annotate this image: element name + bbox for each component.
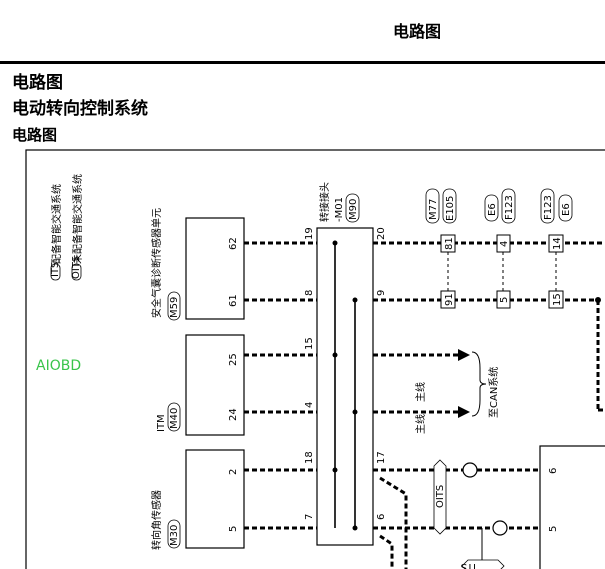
connector-2-pin-box-bottom	[496, 290, 511, 309]
legend-its-shape	[50, 263, 61, 281]
system-title: 电动转向控制系统	[12, 99, 148, 119]
connector-1-pin-top: 81	[444, 237, 455, 250]
joint-connector-box	[316, 227, 374, 546]
section-title: 电路图	[12, 73, 63, 93]
connector-2-badge-top	[484, 194, 499, 222]
connector-2-pin-bottom: 5	[499, 297, 510, 303]
steering-pin-5: 5	[228, 526, 239, 532]
arrow-can-2	[458, 406, 470, 418]
joint-code: M90	[348, 199, 359, 220]
airbag-code: M59	[169, 297, 180, 318]
connector-1-badge-top	[425, 188, 440, 224]
dot	[332, 352, 338, 358]
junction-circle-2	[492, 520, 508, 536]
oits-tag-shape	[433, 459, 447, 535]
joint-pin-9: 9	[376, 290, 387, 296]
joint-pin-17: 17	[376, 451, 387, 464]
right-module-pin-5: 5	[548, 526, 559, 532]
inline-connector-3: F123 E6 14 15	[540, 188, 573, 309]
connector-1-pin-box-bottom	[440, 290, 456, 309]
steering-sensor-name: 转向角传感器	[150, 490, 163, 550]
joint-pin-8: 8	[304, 290, 315, 296]
itm-pin-24: 24	[228, 408, 239, 421]
right-module-pin-6: 6	[548, 468, 559, 474]
connector-3-pin-bottom: 15	[552, 293, 563, 306]
itm-pin-25: 25	[228, 353, 239, 366]
dot	[595, 297, 601, 303]
steering-pin-2: 2	[228, 469, 239, 475]
connector-3-pin-box-bottom	[548, 290, 564, 309]
junction-circle-1	[462, 462, 478, 478]
connector-3-badge-top	[540, 188, 555, 224]
connector-3-pin-top: 14	[552, 237, 563, 250]
connector-2-badge-bottom	[501, 188, 516, 224]
steering-code: M30	[169, 525, 180, 546]
itm-box	[185, 334, 245, 436]
header-rule	[0, 61, 605, 64]
legend-oits-text: 未配备智能交通系统	[71, 174, 84, 264]
connector-3-code-bottom: E6	[561, 203, 572, 216]
joint-code-badge	[345, 193, 360, 223]
airbag-unit-box	[185, 217, 245, 320]
inline-connector-2: E6 F123 4 5	[484, 188, 516, 309]
diagram-label: 电路图	[12, 126, 58, 144]
wires-left	[244, 241, 317, 530]
steering-sensor-box	[185, 449, 245, 549]
joint-pin-6: 6	[376, 514, 387, 520]
can-system-label: 至CAN系统	[487, 367, 500, 418]
junction-dots	[332, 240, 358, 531]
can-brace	[471, 351, 487, 417]
its-tag: ITS	[461, 561, 476, 569]
steering-code-badge	[167, 519, 181, 549]
wire-diagonal-2	[379, 534, 394, 569]
connector-2-code-bottom: F123	[504, 195, 515, 220]
dot	[352, 297, 358, 303]
itm-code-badge	[167, 402, 181, 432]
legend-its-abbr: ITS	[50, 262, 61, 277]
joint-pin-19: 19	[304, 227, 315, 240]
joint-sub: -M01	[334, 197, 345, 222]
arrow-can-1	[458, 349, 470, 361]
legend-oits-abbr: OITS	[71, 256, 82, 279]
dot	[332, 467, 338, 473]
airbag-pin-61: 61	[228, 294, 239, 307]
its-tag-shape	[461, 559, 505, 569]
joint-name: 转接接头	[318, 182, 331, 222]
dot	[332, 240, 338, 246]
connector-2-code-top: E6	[487, 203, 498, 216]
watermark-text: AIOBD	[36, 358, 82, 374]
joint-pin-7: 7	[304, 514, 315, 520]
legend-its-text: 配备智能交通系统	[50, 184, 63, 264]
right-module-box	[539, 445, 605, 569]
joint-pin-20: 20	[376, 227, 387, 240]
connector-3-code-top: F123	[543, 195, 554, 220]
dot	[352, 409, 358, 415]
legend-oits-shape	[71, 263, 82, 281]
airbag-pin-62: 62	[228, 237, 239, 250]
connector-1-code-top: M77	[428, 199, 439, 220]
joint-pin-18: 18	[304, 451, 315, 464]
diagram-frame	[25, 149, 605, 569]
connector-1-badge-bottom	[442, 188, 457, 224]
wire-diagonal-1	[379, 476, 408, 569]
inline-connector-1: M77 E105 81 91	[425, 188, 457, 309]
dot	[352, 525, 358, 531]
airbag-code-badge	[167, 291, 181, 321]
page-header-title: 电路图	[392, 22, 441, 41]
connector-2-pin-top: 4	[499, 241, 510, 247]
itm-code: M40	[169, 408, 180, 429]
joint-pin-15: 15	[304, 337, 315, 350]
oits-tag: OITS	[435, 485, 446, 508]
airbag-unit-name: 安全气囊诊断传感器单元	[150, 208, 163, 318]
joint-pin-4: 4	[304, 402, 315, 408]
arrow-label-2: 主线	[414, 414, 427, 434]
connector-1-code-bottom: E105	[445, 196, 456, 221]
itm-name: ITM	[156, 414, 167, 432]
connector-1-pin-bottom: 91	[444, 293, 455, 306]
legend: ITS 配备智能交通系统 OITS 未配备智能交通系统	[50, 174, 84, 281]
connector-3-badge-bottom	[558, 194, 573, 222]
arrow-label-1: 主线	[414, 382, 427, 402]
